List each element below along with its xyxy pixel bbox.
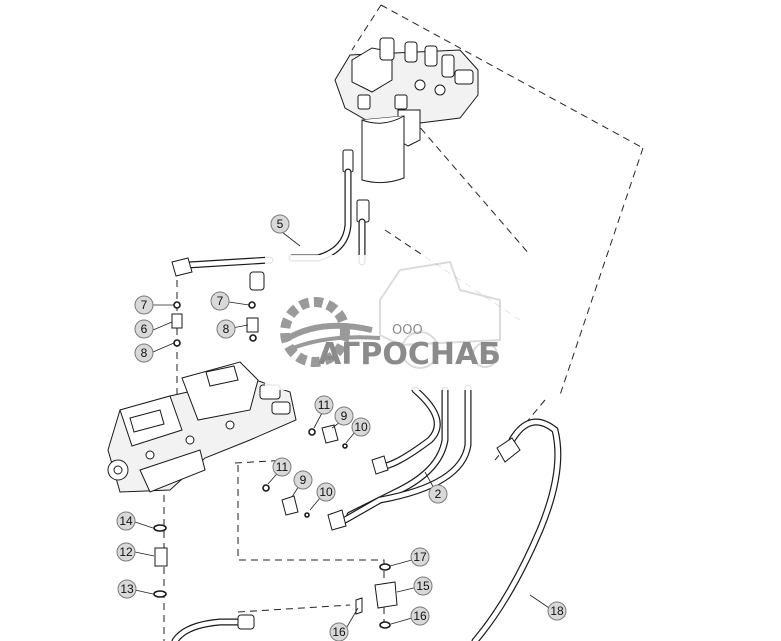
hydraulic-filter (361, 115, 405, 184)
control-valve-block (334, 37, 479, 147)
watermark-company-prefix: ООО (392, 323, 423, 338)
svg-text:11: 11 (276, 460, 289, 474)
svg-text:17: 17 (413, 550, 427, 564)
svg-text:9: 9 (341, 409, 348, 423)
watermark-gear-logo (280, 297, 381, 367)
callout-2: 2 (428, 484, 448, 504)
callout-13: 13 (117, 579, 137, 599)
callout-16-right: 16 (410, 606, 430, 626)
callout-11-upper: 11 (314, 395, 334, 415)
callout-10-lower: 10 (316, 482, 336, 502)
svg-text:8: 8 (223, 322, 230, 336)
callout-17: 17 (410, 547, 430, 567)
callout-18: 18 (547, 601, 567, 621)
callout-16-left: 16 (329, 622, 349, 641)
svg-text:9: 9 (300, 473, 307, 487)
svg-text:18: 18 (550, 604, 564, 618)
svg-text:8: 8 (141, 346, 148, 360)
svg-text:12: 12 (119, 545, 133, 559)
hose-end-fittings (171, 257, 521, 630)
svg-text:15: 15 (416, 579, 430, 593)
callout-labels: 5 7 6 8 7 8 11 9 10 11 9 10 2 14 12 13 1… (116, 214, 567, 641)
svg-text:6: 6 (141, 322, 148, 336)
callout-8-left: 8 (134, 343, 154, 363)
svg-text:11: 11 (318, 398, 331, 412)
fittings-and-orings (153, 301, 398, 629)
svg-text:10: 10 (319, 485, 333, 499)
callout-8-right: 8 (216, 319, 236, 339)
callout-14: 14 (116, 511, 136, 531)
svg-text:16: 16 (413, 609, 427, 623)
watermark-combine-harvester (379, 260, 501, 369)
callout-12: 12 (116, 542, 136, 562)
svg-text:7: 7 (141, 298, 148, 312)
callout-15: 15 (413, 576, 433, 596)
agrosnab-watermark: ООО АГРОСНАБ (265, 255, 540, 390)
svg-text:5: 5 (277, 217, 284, 231)
svg-text:13: 13 (120, 582, 134, 596)
watermark-company-name: АГРОСНАБ (318, 337, 501, 372)
callout-9-lower: 9 (293, 470, 313, 490)
callout-9-upper: 9 (334, 406, 354, 426)
hoses (171, 168, 562, 641)
hydraulic-pump-assembly (107, 361, 297, 493)
svg-text:14: 14 (119, 514, 133, 528)
callout-7-right: 7 (210, 291, 230, 311)
svg-text:2: 2 (435, 487, 442, 501)
svg-text:16: 16 (332, 625, 346, 639)
svg-text:7: 7 (217, 294, 224, 308)
callout-6: 6 (134, 319, 154, 339)
svg-text:10: 10 (354, 420, 368, 434)
callout-11-lower: 11 (272, 457, 292, 477)
callout-7-left: 7 (134, 295, 154, 315)
callout-5: 5 (270, 214, 290, 234)
callout-10-upper: 10 (351, 417, 371, 437)
